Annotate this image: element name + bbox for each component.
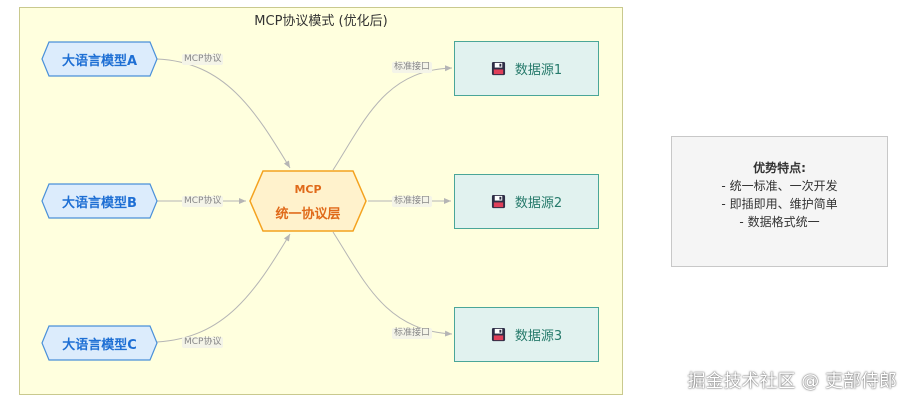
features-title: 优势特点: xyxy=(753,161,806,175)
features-item: - 统一标准、一次开发 xyxy=(721,179,838,193)
datasource-node-1: 数据源1 xyxy=(454,41,599,96)
cluster-title: MCP协议模式 (优化后) xyxy=(254,14,388,29)
floppy-disk-icon xyxy=(491,194,505,209)
floppy-disk-icon xyxy=(491,61,505,76)
features-item: - 数据格式统一 xyxy=(739,215,820,229)
mcp-hub-subtitle: 统一协议层 xyxy=(275,207,341,222)
mcp-hub-shape xyxy=(249,170,367,232)
edge-mcp-to-ds3 xyxy=(332,231,453,337)
features-note: 优势特点: - 统一标准、一次开发 - 即插即用、维护简单 - 数据格式统一 xyxy=(671,136,888,267)
edge-mcp-to-ds1 xyxy=(332,65,453,171)
datasource-label: 数据源2 xyxy=(514,196,563,211)
mcp-hub-title: MCP xyxy=(294,183,322,196)
edge-label-mcp-protocol-a: MCP协议 xyxy=(182,54,224,65)
edge-label-mcp-protocol-b: MCP协议 xyxy=(182,196,224,207)
watermark: 掘金技术社区 @ 吏部侍郎 xyxy=(687,371,897,392)
edge-llm-a-to-mcp xyxy=(156,58,291,169)
llm-node-a: 大语言模型A xyxy=(41,41,158,77)
edge-llm-c-to-mcp xyxy=(156,233,291,343)
llm-node-shape xyxy=(41,325,158,361)
datasource-label: 数据源3 xyxy=(514,329,563,344)
llm-node-shape xyxy=(41,41,158,77)
datasource-label: 数据源1 xyxy=(514,63,563,78)
llm-node-b: 大语言模型B xyxy=(41,183,158,219)
edge-label-standard-interface-2: 标准接口 xyxy=(392,196,433,207)
llm-node-label: 大语言模型C xyxy=(62,337,137,353)
datasource-node-2: 数据源2 xyxy=(454,174,599,229)
datasource-node-3: 数据源3 xyxy=(454,307,599,362)
features-item: - 即插即用、维护简单 xyxy=(721,197,838,211)
floppy-disk-icon xyxy=(491,327,505,342)
edge-label-mcp-protocol-c: MCP协议 xyxy=(182,337,224,348)
mcp-hub-node: MCP 统一协议层 xyxy=(249,170,367,232)
llm-node-label: 大语言模型A xyxy=(61,53,138,69)
llm-node-c: 大语言模型C xyxy=(41,325,158,361)
edge-label-standard-interface-3: 标准接口 xyxy=(392,328,433,339)
edge-label-standard-interface-1: 标准接口 xyxy=(392,62,433,73)
llm-node-label: 大语言模型B xyxy=(62,195,137,211)
llm-node-shape xyxy=(41,183,158,219)
